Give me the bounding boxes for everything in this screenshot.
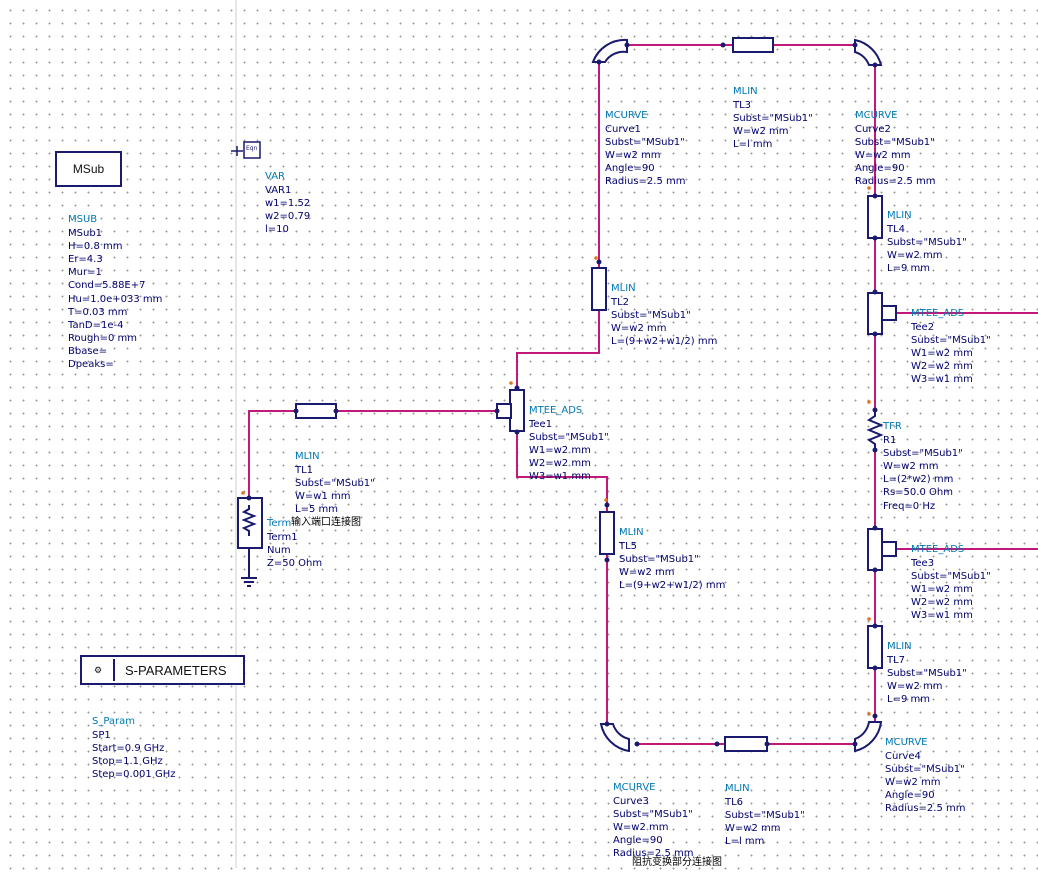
s-param-icon: ⚙ bbox=[83, 659, 115, 681]
var-var1-icon[interactable] bbox=[231, 141, 261, 159]
wires bbox=[248, 44, 1038, 745]
mtee-tee2[interactable] bbox=[867, 292, 897, 335]
mcurve-curve4[interactable] bbox=[854, 721, 883, 753]
mcurve-curve2[interactable] bbox=[854, 38, 883, 66]
mlin-tl1[interactable] bbox=[295, 403, 337, 419]
wire-tee1-tl2 bbox=[516, 310, 600, 388]
pin-markers bbox=[241, 186, 871, 716]
msub-box-label: MSub bbox=[72, 162, 105, 176]
components bbox=[231, 37, 897, 753]
wire-tee1-tl5 bbox=[516, 432, 608, 512]
mlin-tl4[interactable] bbox=[867, 195, 883, 239]
mcurve-curve3[interactable] bbox=[599, 723, 630, 753]
var-eqn-label: Eqn bbox=[246, 145, 258, 152]
wire-term-tl1 bbox=[248, 410, 296, 498]
mtee-tee3[interactable] bbox=[867, 528, 897, 571]
sparam-component-box[interactable]: ⚙ S-PARAMETERS bbox=[80, 655, 245, 685]
mtee-tee1[interactable] bbox=[496, 389, 525, 432]
pins bbox=[246, 42, 878, 747]
mcurve-curve1[interactable] bbox=[591, 38, 628, 63]
term-term1[interactable] bbox=[237, 497, 263, 587]
mlin-tl6[interactable] bbox=[724, 736, 768, 752]
note-input-port: 输入端口连接图 bbox=[291, 517, 361, 528]
mlin-tl2[interactable] bbox=[591, 267, 607, 311]
mlin-tl7[interactable] bbox=[867, 625, 883, 669]
sparam-box-label: S-PARAMETERS bbox=[125, 662, 227, 678]
mlin-tl3[interactable] bbox=[732, 37, 774, 53]
note-impedance-section: 阻抗变换部分连接图 bbox=[632, 857, 722, 868]
tfr-r1[interactable] bbox=[866, 410, 884, 450]
msub-component-box[interactable]: MSub bbox=[55, 151, 122, 187]
mlin-tl5[interactable] bbox=[599, 511, 615, 555]
